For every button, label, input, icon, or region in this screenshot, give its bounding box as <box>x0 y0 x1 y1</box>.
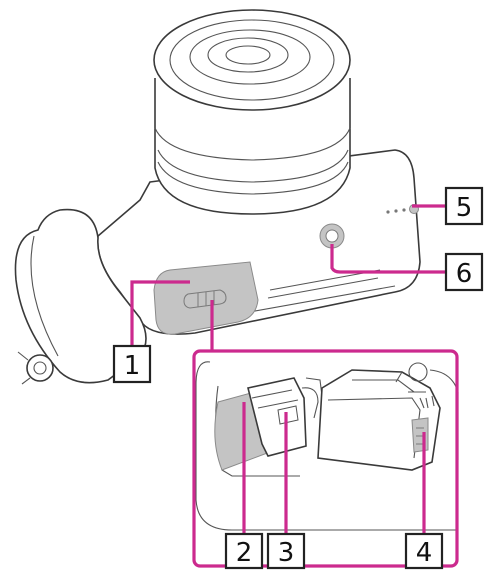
lens <box>153 9 351 215</box>
svg-text:5: 5 <box>456 193 473 223</box>
label-6: 6 <box>444 252 484 292</box>
strap-eyelet-icon <box>17 351 54 385</box>
label-5: 5 <box>444 186 484 226</box>
svg-text:6: 6 <box>456 259 473 289</box>
tripod-socket-icon <box>319 223 345 249</box>
battery-cover <box>153 261 259 335</box>
label-1: 1 <box>112 344 152 384</box>
svg-text:3: 3 <box>278 538 295 568</box>
svg-text:4: 4 <box>416 538 433 568</box>
svg-text:1: 1 <box>124 351 141 381</box>
battery-compartment-detail <box>195 361 459 531</box>
label-3: 3 <box>266 532 306 570</box>
callout-bracket <box>192 300 459 568</box>
svg-text:2: 2 <box>236 538 253 568</box>
label-4: 4 <box>404 532 444 570</box>
leader-6 <box>330 244 446 274</box>
leader-1 <box>130 280 190 345</box>
leader-lines <box>130 204 446 534</box>
label-2: 2 <box>224 532 264 570</box>
